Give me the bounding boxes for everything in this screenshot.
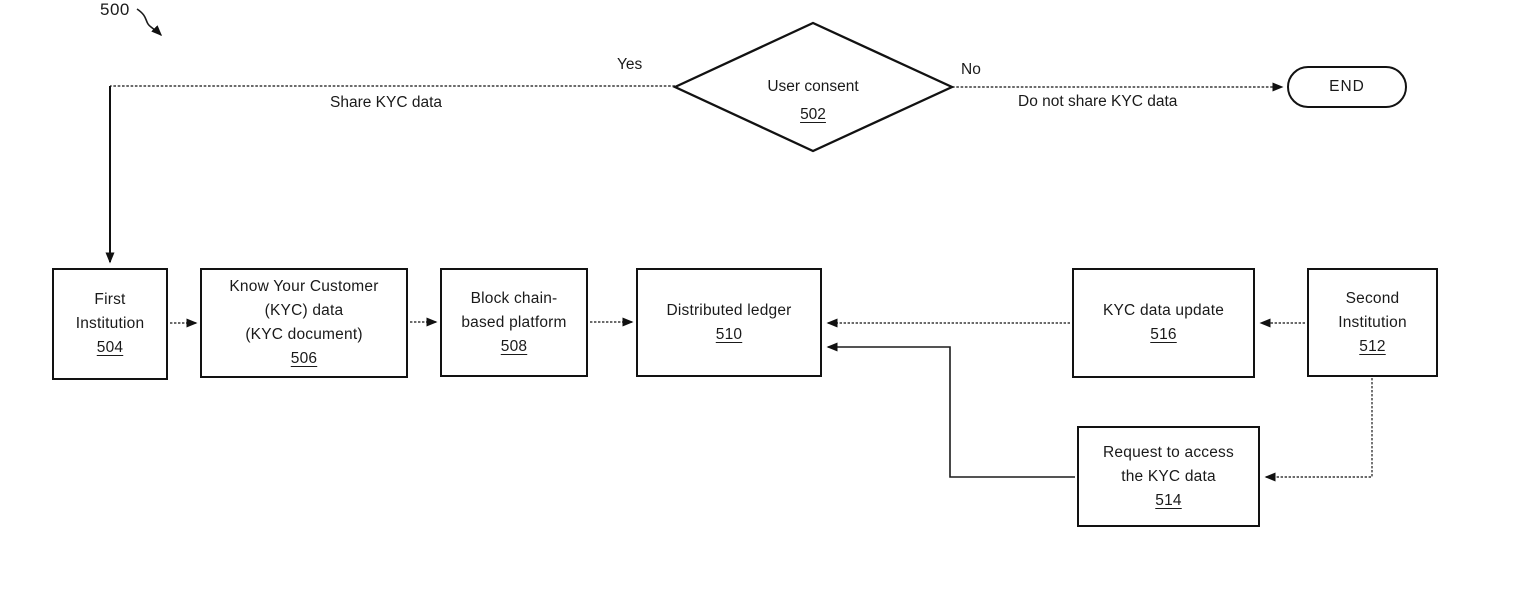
node-text-line: Block chain-: [470, 289, 558, 307]
node-text-line: Distributed ledger: [666, 301, 792, 319]
node-ref: 506: [290, 350, 318, 367]
edge-label-share-kyc-data: Share KYC data: [330, 94, 443, 111]
node-kyc-data-update: KYC data update 516: [1072, 268, 1255, 378]
figure-ref-label: 500: [100, 0, 130, 19]
edge-label-yes: Yes: [617, 56, 643, 73]
node-text-line: Request to access: [1103, 443, 1234, 461]
node-ref: 508: [500, 337, 528, 355]
node-text-line: Second: [1345, 289, 1400, 307]
node-text-line: First: [94, 291, 126, 308]
node-kyc-data: Know Your Customer (KYC) data (KYC docum…: [200, 268, 408, 378]
node-distributed-ledger: Distributed ledger 510: [636, 268, 822, 377]
end-label: END: [1329, 78, 1365, 95]
decision-label: User consent: [767, 78, 859, 95]
node-ref: 512: [1359, 337, 1386, 355]
node-request-access: Request to access the KYC data 514: [1077, 426, 1260, 527]
node-text-line: Know Your Customer: [229, 278, 379, 295]
node-text-line: (KYC document): [245, 326, 363, 343]
node-second-institution: Second Institution 512: [1307, 268, 1438, 377]
node-text-line: Institution: [1338, 313, 1407, 331]
node-text-line: Institution: [75, 315, 145, 332]
figure-ref-arrow: [136, 8, 163, 37]
node-ref: 510: [715, 325, 743, 343]
edge-label-do-not-share-kyc-data: Do not share KYC data: [1018, 93, 1178, 110]
node-ref: 504: [96, 339, 124, 356]
node-blockchain-platform: Block chain- based platform 508: [440, 268, 588, 377]
node-first-institution: First Institution 504: [52, 268, 168, 380]
node-ref: 516: [1150, 326, 1177, 343]
edge-512-to-514: [1264, 378, 1373, 482]
node-text-line: the KYC data: [1121, 467, 1216, 485]
node-text-line: (KYC) data: [264, 302, 344, 319]
node-ref: 514: [1155, 491, 1182, 509]
decision-diamond-shape: [672, 21, 955, 153]
edge-514-to-510: [826, 342, 1075, 478]
node-text-line: based platform: [461, 313, 567, 331]
node-text-line: KYC data update: [1102, 302, 1225, 319]
edge-label-no: No: [961, 61, 981, 78]
decision-node-text: User consent 502: [713, 75, 913, 127]
decision-ref: 502: [800, 106, 826, 123]
end-node: END: [1287, 66, 1407, 108]
